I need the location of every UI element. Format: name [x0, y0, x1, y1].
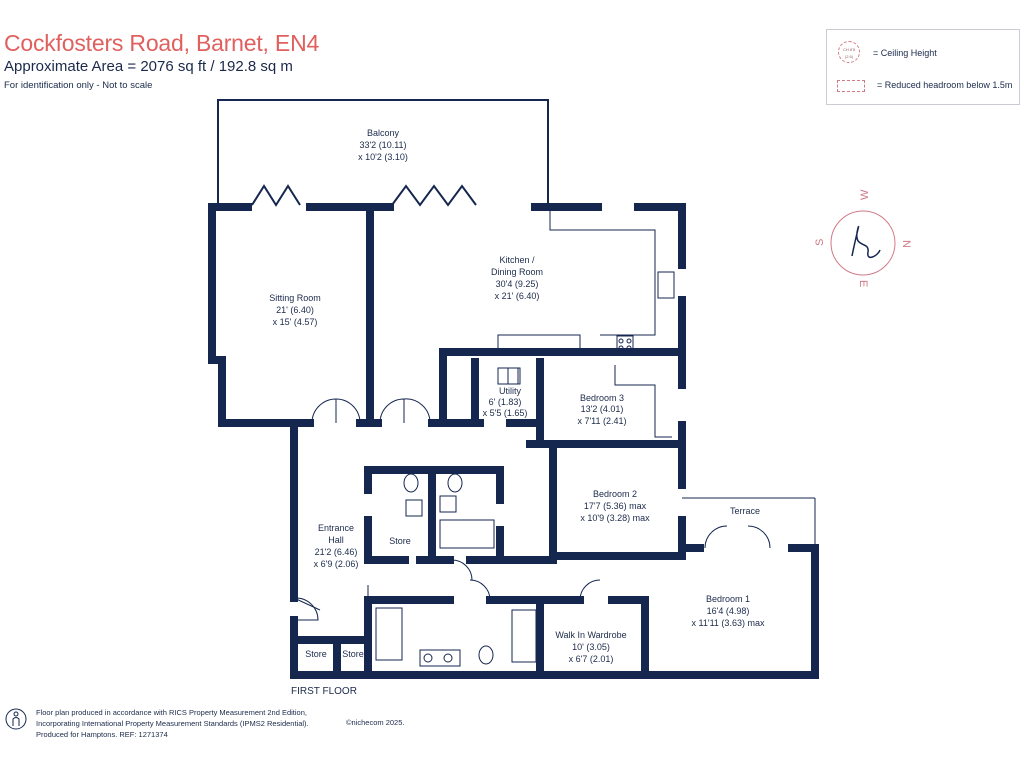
room-name: Sitting Room: [269, 293, 321, 303]
reduced-headroom-label: = Reduced headroom below 1.5m: [877, 80, 1013, 90]
person-icon: [5, 708, 27, 730]
room-dim: x 6'7 (2.01): [569, 654, 614, 664]
ceiling-height-icon: CH 8'5 (2.6): [838, 41, 860, 63]
room-dim: x 11'11 (3.63) max: [692, 618, 765, 628]
compass-e: E: [857, 280, 869, 287]
room-dim: x 15' (4.57): [273, 317, 318, 327]
door-swings: [295, 398, 771, 621]
room-name: Hall: [328, 535, 344, 545]
footer-line: Produced for Hamptons. REF: 1271374: [36, 730, 168, 739]
balcony-outline: [217, 99, 549, 205]
room-name: Kitchen /: [499, 255, 535, 265]
room-dim: x 5'5 (1.65): [483, 408, 528, 418]
room-dim: 16'4 (4.98): [707, 606, 750, 616]
toilet-icons: [403, 473, 494, 665]
room-dim: 21' (6.40): [276, 305, 314, 315]
compass-w: W: [859, 189, 871, 200]
room-dim: 6' (1.83): [489, 397, 522, 407]
room-dim: 33'2 (10.11): [359, 140, 406, 150]
kitchen-sink-icon: [616, 271, 675, 353]
room-dim: 21'2 (6.46): [315, 547, 358, 557]
disclaimer-note: For identification only - Not to scale: [4, 80, 153, 91]
room-name: Walk In Wardrobe: [555, 630, 626, 640]
compass-icon: [830, 210, 896, 276]
room-name: Bedroom 3: [580, 393, 624, 403]
room-dim: x 7'11 (2.41): [577, 416, 626, 426]
room-name: Dining Room: [491, 267, 543, 277]
room-name: Bedroom 1: [706, 594, 750, 604]
legend-box: CH 8'5 (2.6) = Ceiling Height = Reduced …: [826, 29, 1020, 105]
room-dim: 17'7 (5.36) max: [584, 501, 647, 511]
room-name: Bedroom 2: [593, 489, 637, 499]
room-dim: x 6'9 (2.06): [314, 559, 359, 569]
utility-sink-icon: [497, 367, 521, 385]
ceiling-height-label: = Ceiling Height: [873, 48, 937, 58]
room-name: Store: [342, 649, 364, 659]
footer-line: Floor plan produced in accordance with R…: [36, 708, 307, 717]
thin-lines: [293, 207, 816, 667]
room-dim: 30'4 (9.25): [496, 279, 539, 289]
room-dim: 10' (3.05): [572, 642, 610, 652]
floor-label: FIRST FLOOR: [291, 686, 357, 697]
room-name: Terrace: [730, 506, 760, 516]
footer: Floor plan produced in accordance with R…: [36, 707, 309, 740]
room-dim: x 21' (6.40): [495, 291, 540, 301]
room-name: Entrance: [318, 523, 354, 533]
reduced-headroom-icon: [837, 80, 865, 92]
page-title: Cockfosters Road, Barnet, EN4: [4, 30, 320, 56]
compass-s: S: [814, 239, 826, 246]
footer-brand: ©nichecom 2025.: [346, 718, 405, 727]
room-name: Store: [305, 649, 327, 659]
room-dim: x 10'2 (3.10): [358, 152, 408, 162]
approximate-area: Approximate Area = 2076 sq ft / 192.8 sq…: [4, 58, 293, 75]
room-name: Utility: [499, 386, 521, 396]
room-dim: 13'2 (4.01): [581, 404, 624, 414]
bifold-doors: [251, 184, 477, 207]
room-dim: x 10'9 (3.28) max: [580, 513, 650, 523]
compass-n: N: [900, 240, 912, 248]
room-name: Balcony: [367, 128, 400, 138]
room-name: Store: [389, 536, 411, 546]
footer-line: Incorporating International Property Mea…: [36, 719, 309, 728]
walls: [208, 203, 819, 679]
